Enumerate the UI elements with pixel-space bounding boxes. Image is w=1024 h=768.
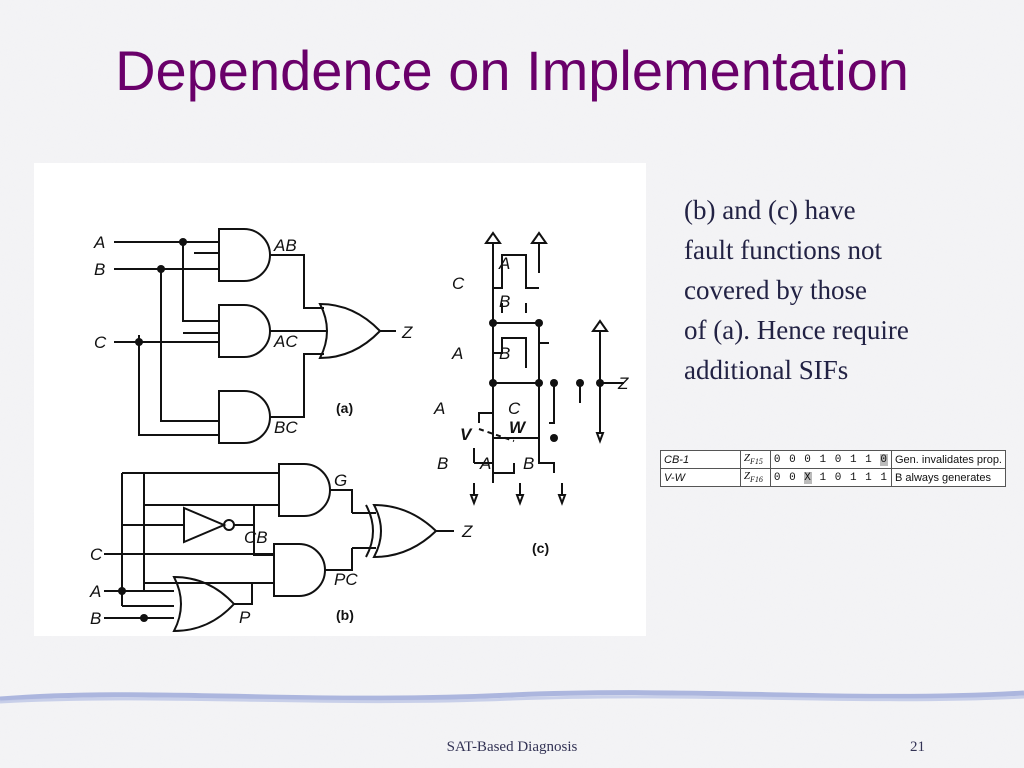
fault-id: CB-1	[660, 450, 741, 469]
fault-table: CB-1 ZF15 0 0 0 1 0 1 1 0 Gen. invalidat…	[660, 450, 1007, 487]
c-output-z: Z	[617, 374, 629, 393]
b-input-b: B	[90, 609, 101, 628]
fault-note: B always generates	[890, 468, 1007, 487]
b-signal-g: G	[334, 471, 347, 490]
c-label-c2: C	[508, 399, 521, 418]
body-line: additional SIFs	[684, 355, 849, 385]
fault-bits: 0 0 0 1 0 1 1 0	[769, 450, 892, 469]
b-input-a: A	[89, 582, 101, 601]
c-label-a3: A	[433, 399, 445, 418]
a-gate-ab: AB	[273, 236, 297, 255]
c-caption: (c)	[532, 540, 549, 556]
c-label-b4: B	[523, 454, 534, 473]
decorative-wave-divider	[0, 690, 1024, 704]
a-gate-bc: BC	[274, 418, 298, 437]
b-output-z: Z	[461, 522, 473, 541]
b-signal-pc: PC	[334, 570, 358, 589]
fault-function: ZF15	[739, 450, 771, 469]
c-label-c1: C	[452, 274, 465, 293]
fault-id: V-W	[660, 468, 741, 487]
a-caption: (a)	[336, 400, 353, 416]
circuit-figure: A B C AB AC BC Z (a) C A B G CB PC P Z (…	[34, 163, 646, 636]
fault-bits: 0 0 X 1 0 1 1 1	[769, 468, 892, 487]
b-signal-p: P	[239, 608, 251, 627]
slide-title: Dependence on Implementation	[115, 39, 909, 102]
b-signal-cb: CB	[244, 528, 268, 547]
a-input-a: A	[93, 233, 105, 252]
a-gate-ac: AC	[273, 332, 298, 351]
a-input-c: C	[94, 333, 107, 352]
fault-note: Gen. invalidates prop.	[890, 450, 1007, 469]
c-label-b2: B	[499, 344, 510, 363]
body-line: fault functions not	[684, 235, 882, 265]
c-label-b1: B	[499, 292, 510, 311]
page-number: 21	[910, 739, 925, 755]
body-line: of (a). Hence require	[684, 315, 909, 345]
a-input-b: B	[94, 260, 105, 279]
c-label-a4: A	[479, 454, 491, 473]
c-label-b3: B	[437, 454, 448, 473]
body-line: covered by those	[684, 275, 867, 305]
fault-function: ZF16	[739, 468, 771, 487]
c-node-w: W	[509, 418, 527, 437]
body-line: (b) and (c) have	[684, 195, 856, 225]
b-input-c: C	[90, 545, 103, 564]
circuit-diagram: A B C AB AC BC Z (a) C A B G CB PC P Z (…	[89, 228, 629, 633]
c-node-v: V	[460, 425, 473, 444]
table-row: CB-1 ZF15 0 0 0 1 0 1 1 0 Gen. invalidat…	[660, 450, 1007, 469]
c-label-a1: A	[498, 254, 510, 273]
table-row: V-W ZF16 0 0 X 1 0 1 1 1 B always genera…	[660, 468, 1007, 487]
a-output-z: Z	[401, 323, 413, 342]
c-label-a2: A	[451, 344, 463, 363]
slide-body: (b) and (c) have fault functions not cov…	[684, 190, 1004, 390]
slide-footer: SAT-Based Diagnosis	[446, 739, 578, 755]
b-caption: (b)	[336, 607, 354, 623]
